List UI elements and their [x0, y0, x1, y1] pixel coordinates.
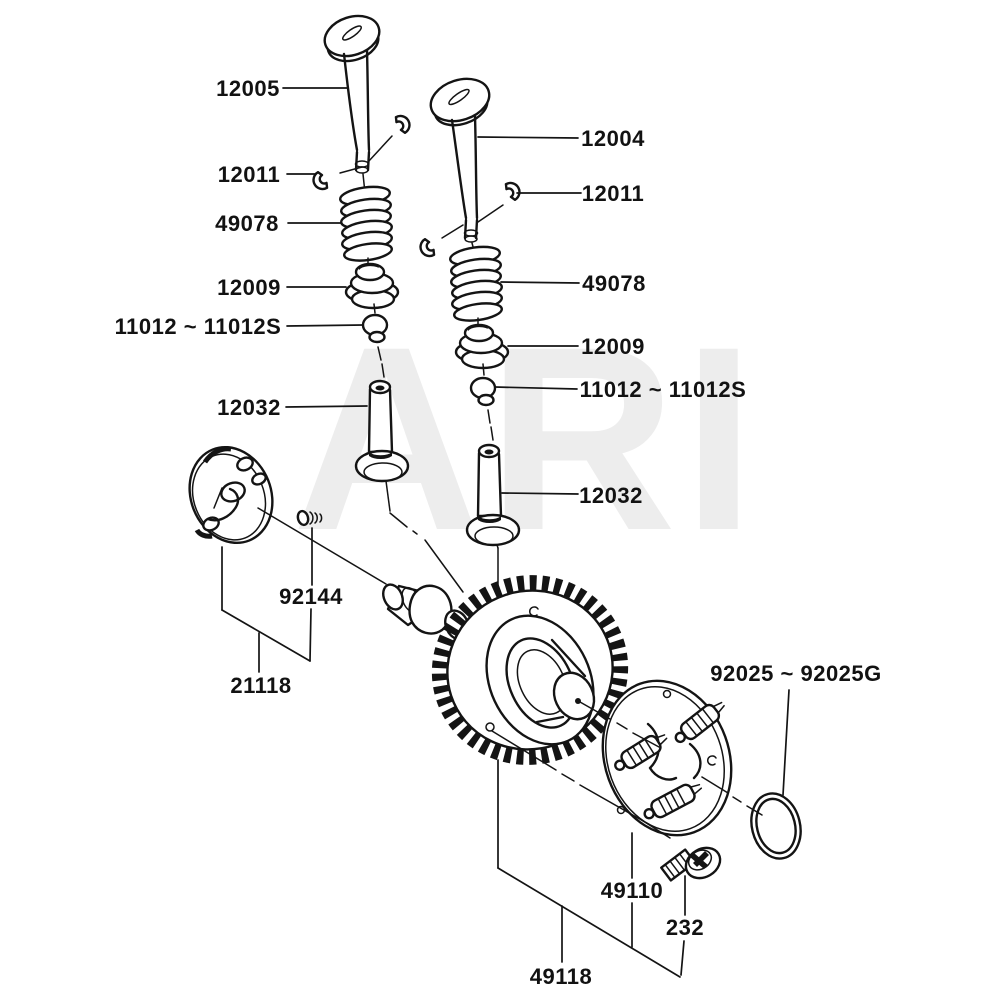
- camshaft-drawing: [382, 583, 470, 641]
- part-label-12009-right: 12009: [581, 334, 645, 359]
- part-label-12009-left: 12009: [217, 275, 281, 300]
- leader-lines: [221, 87, 790, 978]
- adjuster-left-drawing: [361, 313, 389, 378]
- tappet-right-drawing: [465, 443, 521, 549]
- part-label-12011-left: 12011: [217, 162, 281, 187]
- shim-drawing: [750, 792, 802, 860]
- tappet-left-drawing: [354, 379, 410, 512]
- valve-left-drawing: [323, 14, 381, 194]
- spring-retainer-right-drawing: [454, 323, 510, 376]
- bolt-drawing: [660, 846, 722, 882]
- part-label-12005: 12005: [216, 76, 280, 101]
- part-label-21118: 21118: [230, 673, 292, 698]
- part-label-49078-right: 49078: [582, 271, 646, 296]
- valve-keepers-left-drawing: [312, 114, 411, 191]
- part-label-49078-left: 49078: [215, 211, 279, 236]
- part-label-49110: 49110: [600, 878, 664, 903]
- part-label-12011-right: 12011: [581, 181, 645, 206]
- adjuster-right-drawing: [469, 376, 497, 441]
- spring-pin-drawing: [296, 509, 323, 527]
- part-label-12004: 12004: [581, 126, 645, 151]
- governor-cup-drawing: [188, 445, 274, 545]
- valve-keepers-right-drawing: [419, 181, 521, 258]
- governor-plate-drawing: [601, 679, 733, 837]
- part-label-11012-right: 11012 ~ 11012S: [579, 377, 747, 402]
- spring-retainer-left-drawing: [344, 262, 400, 314]
- part-label-232: 232: [665, 915, 705, 940]
- part-label-49118: 49118: [529, 964, 593, 989]
- part-label-11012-left: 11012 ~ 11012S: [114, 314, 282, 339]
- part-label-92025: 92025 ~ 92025G: [710, 661, 882, 686]
- valve-spring-left-drawing: [339, 185, 393, 267]
- part-label-12032-left: 12032: [217, 395, 281, 420]
- valve-spring-right-drawing: [449, 245, 503, 328]
- cam-gear-drawing: [431, 575, 629, 765]
- part-label-12032-right: 12032: [579, 483, 643, 508]
- part-label-92144: 92144: [279, 584, 343, 609]
